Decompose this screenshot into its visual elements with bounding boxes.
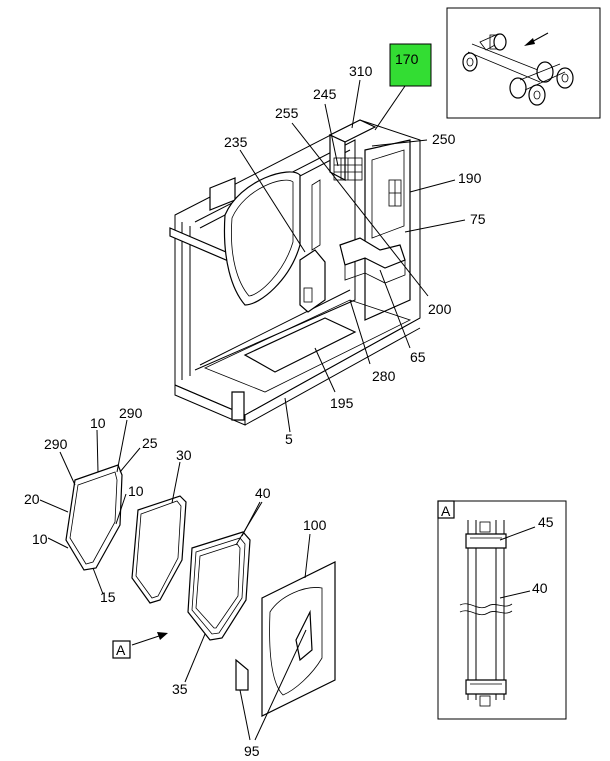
chassis-locator-inset	[446, 7, 601, 119]
callout-40[interactable]: 40	[255, 485, 271, 501]
view-arrow-icon	[157, 632, 168, 640]
callout-95[interactable]: 95	[244, 743, 260, 759]
callout-170[interactable]: 170	[395, 51, 419, 67]
callout-15[interactable]: 15	[100, 589, 116, 605]
seal-cross-section-icon	[459, 520, 513, 707]
detail-view-label: A	[441, 503, 451, 519]
callout-35[interactable]: 35	[172, 681, 188, 697]
chassis-icon	[462, 33, 574, 106]
callout-10-top[interactable]: 10	[90, 415, 106, 431]
callout-190[interactable]: 190	[458, 170, 482, 186]
callout-255[interactable]: 255	[275, 105, 299, 121]
window-assembly-exploded	[65, 464, 336, 717]
callout-195[interactable]: 195	[330, 395, 354, 411]
callout-280[interactable]: 280	[372, 368, 396, 384]
cab-interior-assembly	[169, 119, 421, 426]
callout-40-detail[interactable]: 40	[532, 580, 548, 596]
callout-20[interactable]: 20	[24, 491, 40, 507]
callout-290-left[interactable]: 290	[44, 436, 68, 452]
callout-310[interactable]: 310	[349, 63, 373, 79]
detail-view-a	[437, 500, 567, 720]
view-reference-a[interactable]: A	[112, 632, 168, 659]
highlight-box-170[interactable]	[389, 43, 432, 87]
view-reference-label: A	[116, 642, 126, 658]
callout-30[interactable]: 30	[176, 447, 192, 463]
leader-lines	[39, 79, 536, 741]
callout-10-mid[interactable]: 10	[128, 483, 144, 499]
callout-25[interactable]: 25	[142, 435, 158, 451]
callout-labels: 170 310 245 255 250 235 190 75 200 65 28…	[24, 51, 554, 759]
callout-5[interactable]: 5	[285, 431, 293, 447]
callout-245[interactable]: 245	[313, 86, 337, 102]
callout-290-right[interactable]: 290	[119, 405, 143, 421]
callout-10-low[interactable]: 10	[32, 531, 48, 547]
callout-250[interactable]: 250	[432, 131, 456, 147]
callout-45[interactable]: 45	[538, 514, 554, 530]
callout-65[interactable]: 65	[410, 349, 426, 365]
callout-100[interactable]: 100	[303, 517, 327, 533]
callout-75[interactable]: 75	[470, 211, 486, 227]
callout-200[interactable]: 200	[428, 301, 452, 317]
location-arrow-icon	[524, 32, 549, 46]
callout-235[interactable]: 235	[224, 134, 248, 150]
